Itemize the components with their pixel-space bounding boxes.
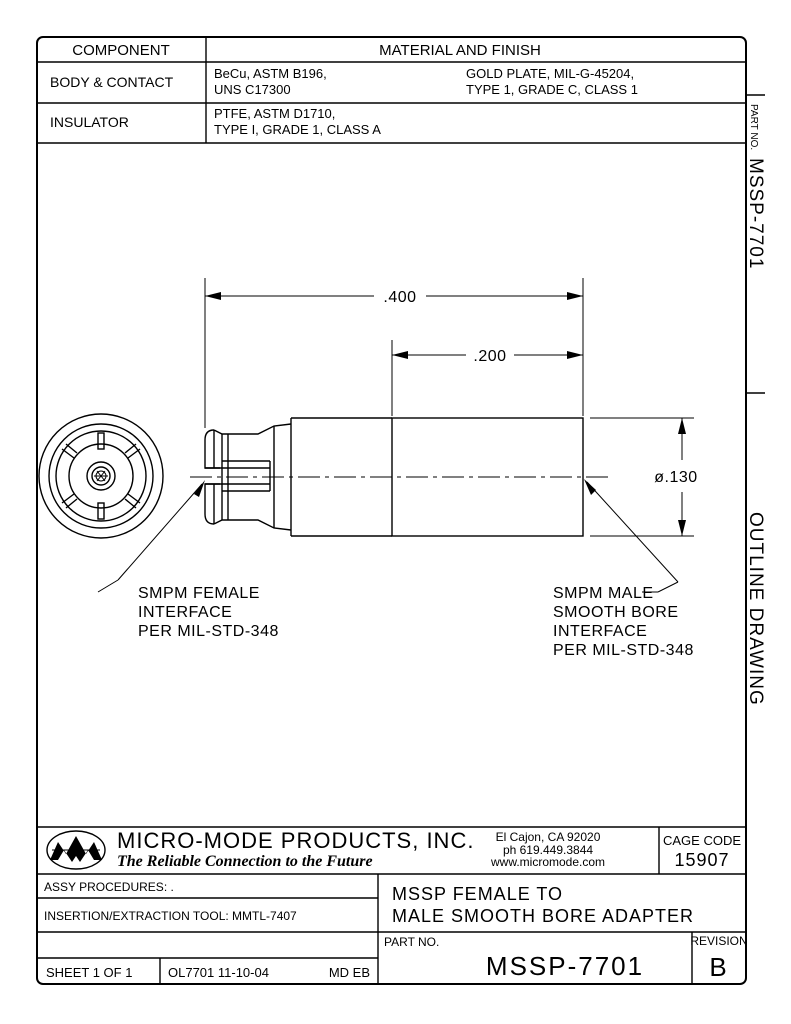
female-callout-line3: PER MIL-STD-348 <box>138 623 279 640</box>
title-block: MICRO-MODE PRODUCTS, INC. The Reliable C… <box>37 826 748 984</box>
row-insulator-component: INSULATOR <box>50 114 129 130</box>
drawing-title-line2: MALE SMOOTH BORE ADAPTER <box>392 906 694 926</box>
dimension-body-length: .200 <box>473 348 506 365</box>
material-table-header-component: COMPONENT <box>72 42 170 59</box>
revision-value: B <box>709 952 728 982</box>
male-callout-line2: SMOOTH BORE <box>553 604 679 621</box>
part-no-label: PART NO. <box>384 935 439 949</box>
side-part-no-value: MSSP-7701 <box>745 158 766 269</box>
side-drawing-type: OUTLINE DRAWING <box>745 512 766 706</box>
male-callout-line4: PER MIL-STD-348 <box>553 642 694 659</box>
revision-label: REVISION <box>690 934 747 948</box>
part-no-value: MSSP-7701 <box>486 951 644 981</box>
row-body-material-line2: UNS C17300 <box>214 82 291 97</box>
dimensions: .400 .200 ø.130 <box>204 278 697 537</box>
address-line3: www.micromode.com <box>490 855 605 869</box>
company-tagline: The Reliable Connection to the Future <box>117 853 373 870</box>
micro-mode-logo <box>46 830 106 870</box>
drawing-reference: OL7701 11-10-04 <box>168 965 269 980</box>
address-line2: ph 619.449.3844 <box>503 843 593 857</box>
cage-code-value: 15907 <box>674 850 729 870</box>
sheet-number: SHEET 1 OF 1 <box>46 965 132 980</box>
insertion-extraction-tool: INSERTION/EXTRACTION TOOL: MMTL-7407 <box>44 909 297 923</box>
male-callout-line1: SMPM MALE <box>553 585 654 602</box>
side-part-no-label: PART NO. <box>748 104 759 150</box>
side-view <box>190 417 612 537</box>
dimension-diameter: ø.130 <box>654 469 697 486</box>
cage-code-label: CAGE CODE <box>663 833 741 848</box>
sheet-border <box>36 36 747 985</box>
drawn-by: MD EB <box>329 965 370 980</box>
row-body-material-line1: BeCu, ASTM B196, <box>214 66 327 81</box>
male-callout-line3: INTERFACE <box>553 623 647 640</box>
row-insulator-material-line1: PTFE, ASTM D1710, <box>214 106 335 121</box>
drawing-title-line1: MSSP FEMALE TO <box>392 884 563 904</box>
female-callout-line2: INTERFACE <box>138 604 232 621</box>
side-margin: PART NO. MSSP-7701 OUTLINE DRAWING <box>745 94 766 706</box>
female-callout: SMPM FEMALE INTERFACE PER MIL-STD-348 <box>97 480 279 640</box>
row-body-finish-line1: GOLD PLATE, MIL-G-45204, <box>466 66 634 81</box>
row-body-component: BODY & CONTACT <box>50 74 174 90</box>
company-name: MICRO-MODE PRODUCTS, INC. <box>117 828 474 853</box>
female-callout-line1: SMPM FEMALE <box>138 585 260 602</box>
row-body-finish-line2: TYPE 1, GRADE C, CLASS 1 <box>466 82 638 97</box>
row-insulator-material-line2: TYPE I, GRADE 1, CLASS A <box>214 122 381 137</box>
address-line1: El Cajon, CA 92020 <box>496 830 601 844</box>
dimension-overall-length: .400 <box>383 289 416 306</box>
material-table-header-material: MATERIAL AND FINISH <box>379 42 541 59</box>
male-callout: SMPM MALE SMOOTH BORE INTERFACE PER MIL-… <box>553 479 694 659</box>
end-view <box>38 413 164 539</box>
assy-procedures: ASSY PROCEDURES: . <box>44 880 174 894</box>
material-table: COMPONENT MATERIAL AND FINISH BODY & CON… <box>37 37 746 144</box>
